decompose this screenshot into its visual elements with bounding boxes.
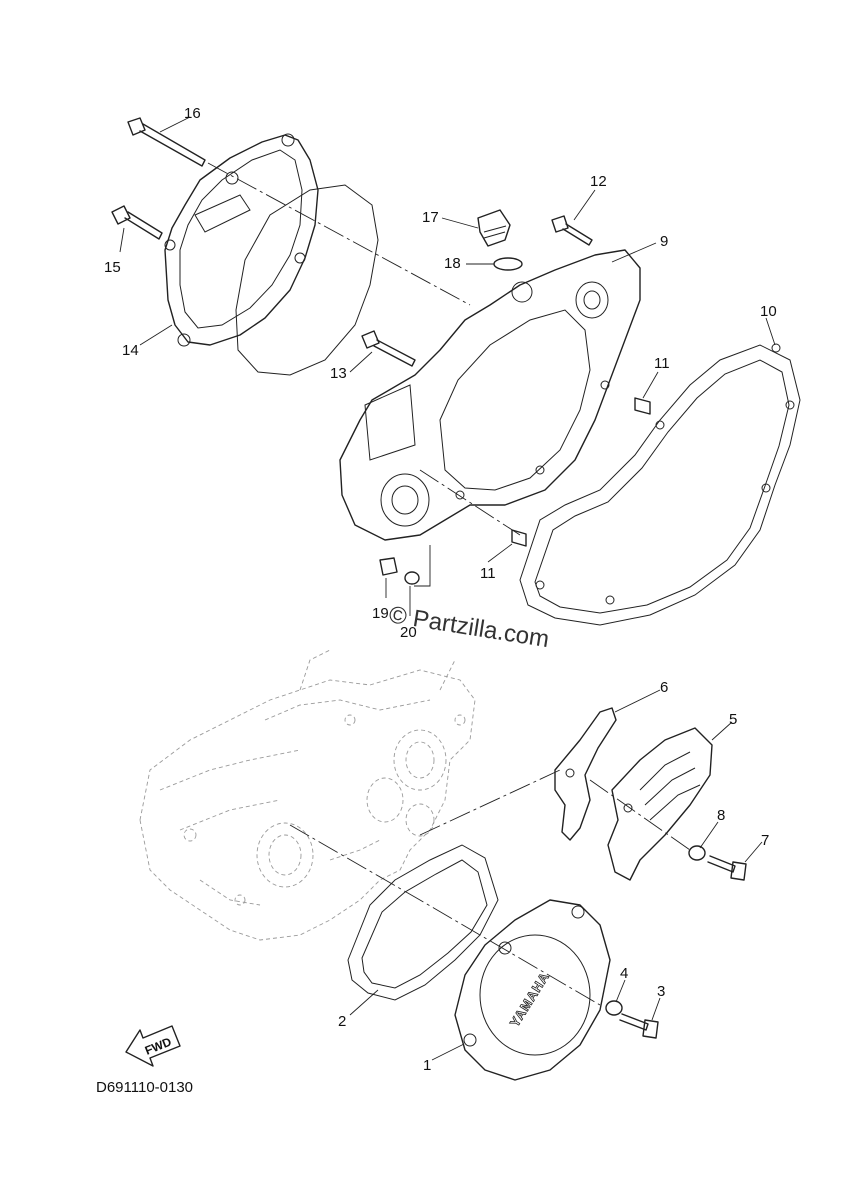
part-5-cover (607, 727, 713, 881)
callout-16: 16 (184, 105, 201, 122)
part-11-dowel-lower (511, 529, 527, 547)
part-9-crankcase-cover (339, 249, 641, 541)
assembly-axes (207, 162, 691, 1006)
part-17-oil-filler-cap (477, 209, 511, 247)
brand-label: YAMAHA (507, 969, 553, 1029)
part-14-gasket (235, 184, 379, 376)
callout-1: 1 (423, 1057, 431, 1074)
part-11-dowel-upper (634, 397, 651, 415)
callout-3: 3 (657, 983, 665, 1000)
part-3-bolt (619, 1013, 659, 1039)
part-15-bolt (111, 205, 163, 240)
part-18-o-ring (493, 257, 523, 271)
callout-12: 12 (590, 173, 607, 190)
part-12-bolt (551, 215, 593, 246)
part-7-bolt (707, 855, 747, 881)
callout-10: 10 (760, 303, 777, 320)
callout-11-lower: 11 (480, 565, 496, 582)
part-1-generator-cover: YAMAHA (454, 899, 611, 1081)
part-2-gasket (347, 844, 499, 1001)
watermark: © Partzilla.com (387, 601, 551, 653)
diagram-code: D691110-0130 (96, 1079, 193, 1096)
part-19-bolt (379, 557, 398, 576)
callout-6: 6 (660, 679, 668, 696)
part-6-bracket (554, 707, 617, 841)
callout-19: 19 (372, 605, 389, 622)
part-4-washer (605, 1000, 623, 1016)
callout-14: 14 (122, 342, 139, 359)
part-16-bolt (127, 117, 206, 167)
callout-7: 7 (761, 832, 769, 849)
part-13-bolt (361, 330, 416, 367)
callout-13: 13 (330, 365, 347, 382)
callout-4: 4 (620, 965, 628, 982)
part-20-washer (404, 571, 420, 585)
fwd-arrow: FWD (125, 1025, 181, 1067)
callout-20: 20 (400, 624, 417, 641)
callout-9: 9 (660, 233, 668, 250)
callout-labels: 16 15 14 12 17 18 9 10 11 13 11 19 20 6 … (104, 105, 777, 1074)
callout-17: 17 (422, 209, 439, 226)
callout-2: 2 (338, 1013, 346, 1030)
crankcase-ghost-outline (139, 649, 476, 941)
part-14-clutch-cover (164, 133, 319, 347)
callout-15: 15 (104, 259, 121, 276)
part-8-washer (688, 845, 706, 861)
callout-11-upper: 11 (654, 355, 670, 372)
callout-18: 18 (444, 255, 461, 272)
callout-5: 5 (729, 711, 737, 728)
part-10-gasket (519, 343, 801, 626)
callout-8: 8 (717, 807, 725, 824)
leader-lines (119, 116, 776, 1061)
